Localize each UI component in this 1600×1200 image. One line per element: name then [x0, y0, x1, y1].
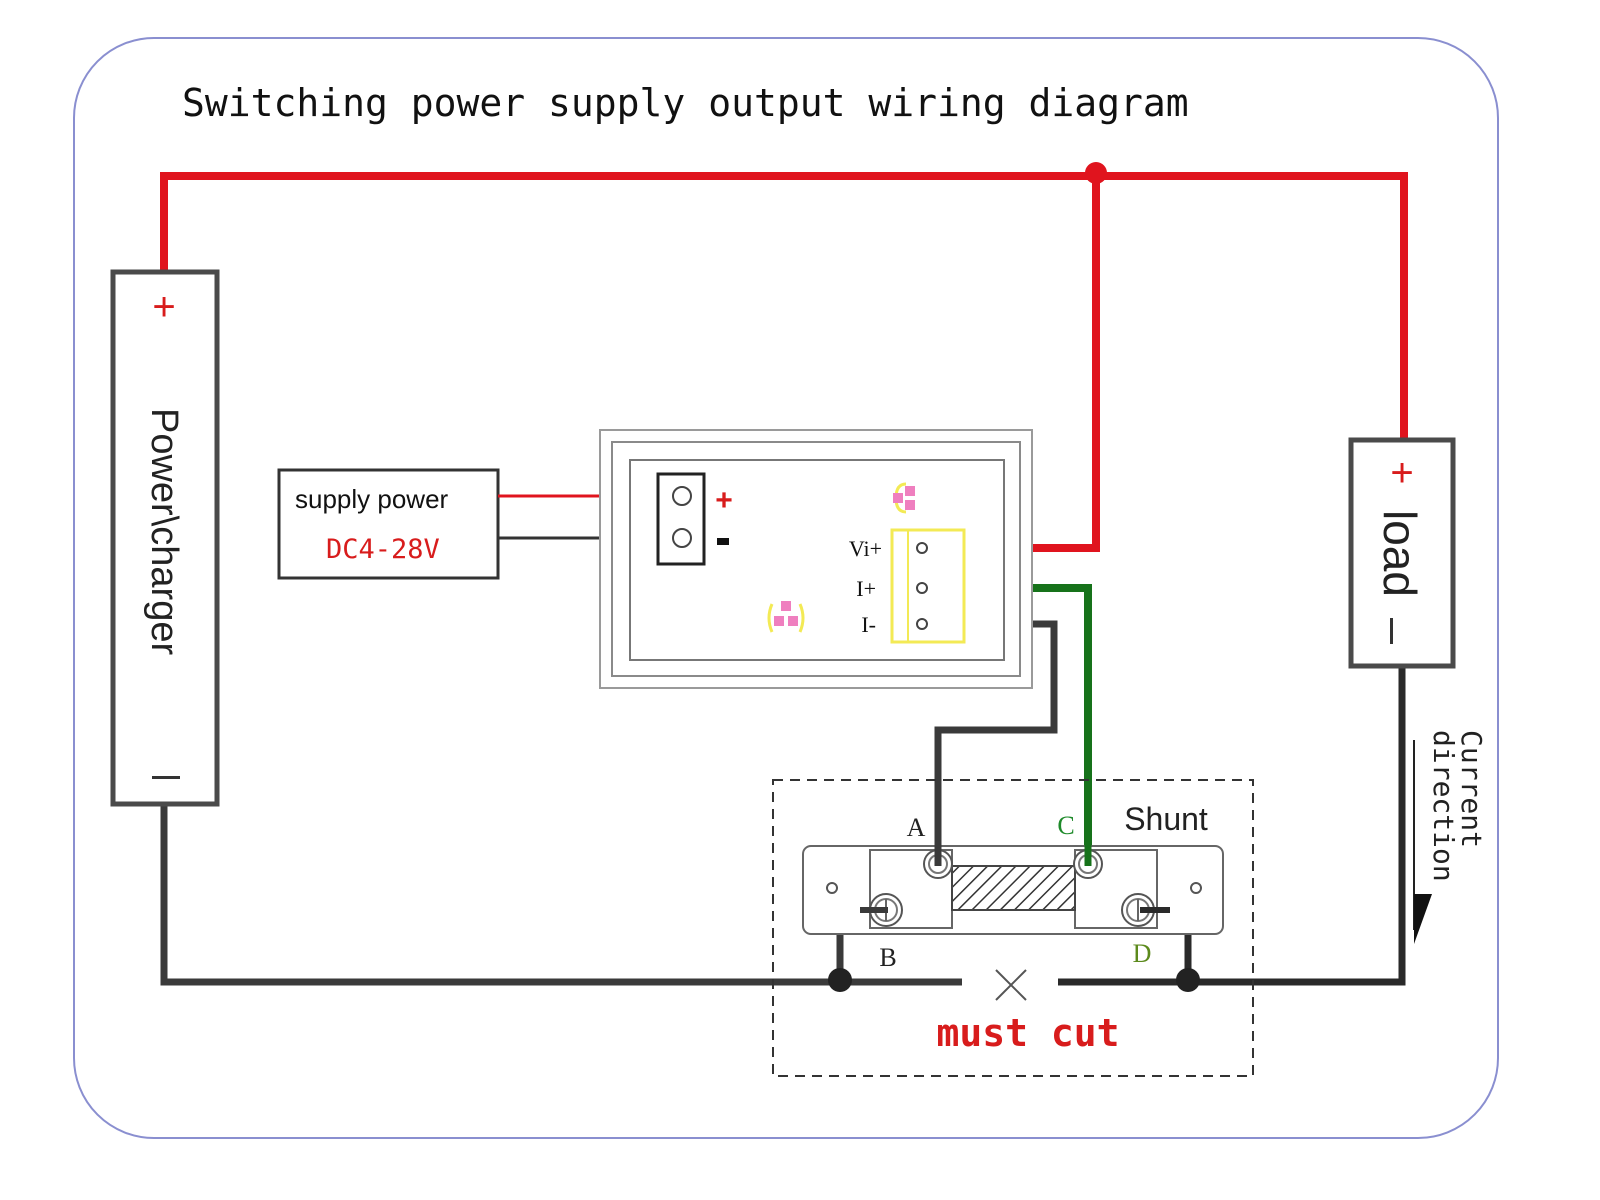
- current-direction-indicator: Current direction: [1413, 730, 1488, 944]
- diagram-title: Switching power supply output wiring dia…: [182, 81, 1189, 125]
- shunt-mount-hole-left: [826, 882, 838, 894]
- must-cut-label: must cut: [936, 1011, 1119, 1055]
- meter-power-plus-pin: [672, 486, 692, 506]
- shunt-mount-hole-right: [1190, 882, 1202, 894]
- shunt-component: [802, 845, 1224, 935]
- power-charger-label: Power\charger: [143, 408, 185, 655]
- current-direction-arrow-icon: [1414, 894, 1432, 944]
- shunt-d-junction-dot: [1176, 968, 1200, 992]
- power-charger-box: + Power\charger: [110, 269, 220, 807]
- pin-i-minus: [916, 618, 928, 630]
- meter-module: + Vi+ I+ I-: [599, 429, 1033, 689]
- meter-indicator-mark-top: [893, 482, 915, 514]
- meter-power-terminal: [656, 472, 706, 566]
- shunt-label: Shunt: [1124, 801, 1208, 837]
- pin-label-i-plus: I+: [856, 576, 876, 601]
- load-minus-mark: [1390, 618, 1393, 644]
- negative-wire-source: [160, 806, 962, 986]
- terminal-label-b: B: [879, 943, 896, 972]
- diagram-frame: [73, 37, 1499, 1139]
- load-box: + load: [1348, 437, 1456, 669]
- supply-voltage-label: DC4-28V: [326, 534, 440, 565]
- shunt-resistor-element: [951, 865, 1076, 911]
- shunt-screw-d: [1121, 893, 1155, 927]
- meter-minus-mark: [717, 538, 729, 545]
- supply-power-box: supply power DC4-28V: [277, 468, 500, 580]
- current-label: Current: [1455, 730, 1488, 848]
- meter-indicator-mark-bottom: [767, 601, 805, 633]
- load-plus-label: +: [1390, 451, 1413, 495]
- direction-label: direction: [1427, 730, 1460, 882]
- negative-wire-load: [1058, 668, 1406, 986]
- cut-mark-icon: [995, 969, 1027, 1001]
- terminal-label-d: D: [1133, 939, 1152, 968]
- power-plus-label: +: [152, 285, 175, 329]
- supply-power-label: supply power: [295, 484, 449, 514]
- terminal-label-c: C: [1057, 811, 1074, 840]
- positive-junction-dot: [1085, 162, 1107, 184]
- pin-vi-plus: [916, 542, 928, 554]
- meter-plus-label: +: [715, 484, 733, 517]
- pin-label-vi-plus: Vi+: [849, 536, 882, 561]
- terminal-label-a: A: [907, 813, 926, 842]
- power-minus-mark: [152, 776, 180, 779]
- positive-bus-wire: [160, 172, 1408, 440]
- shunt-b-junction-dot: [828, 968, 852, 992]
- pin-i-plus: [916, 582, 928, 594]
- meter-power-minus-pin: [672, 528, 692, 548]
- meter-signal-terminal: [890, 528, 966, 644]
- load-label: load: [1374, 510, 1426, 597]
- shunt-dashed-region: [772, 779, 1254, 1077]
- pin-label-i-minus: I-: [861, 612, 876, 637]
